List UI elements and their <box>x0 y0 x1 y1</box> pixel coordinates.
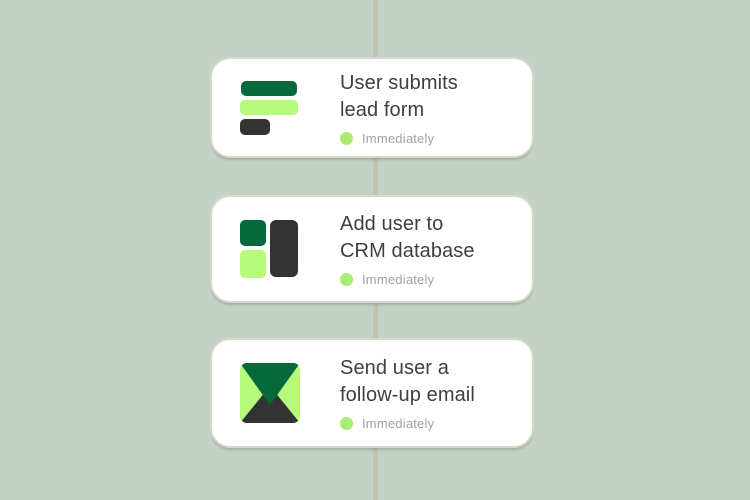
lead-form-icon <box>240 80 300 135</box>
crm-database-icon <box>240 220 300 278</box>
workflow-step-card-lead-form[interactable]: User submits lead form Immediately <box>210 57 534 158</box>
step-title: Add user to CRM database <box>340 213 475 262</box>
timing-label: Immediately <box>362 130 435 146</box>
timing-label: Immediately <box>362 416 435 431</box>
step-title: Send user a follow-up email <box>340 357 475 406</box>
timing-badge: Immediately <box>340 272 475 287</box>
email-icon <box>240 363 300 423</box>
timing-badge: Immediately <box>340 131 458 146</box>
step-title: User submits lead form <box>340 71 458 121</box>
timing-label: Immediately <box>362 272 435 287</box>
timing-badge: Immediately <box>340 416 475 431</box>
workflow-step-card-email[interactable]: Send user a follow-up email Immediately <box>210 338 534 448</box>
timing-dot-icon <box>340 417 353 430</box>
workflow-step-card-crm-database[interactable]: Add user to CRM database Immediately <box>210 195 534 303</box>
timing-dot-icon <box>340 131 353 145</box>
timing-dot-icon <box>340 273 353 286</box>
